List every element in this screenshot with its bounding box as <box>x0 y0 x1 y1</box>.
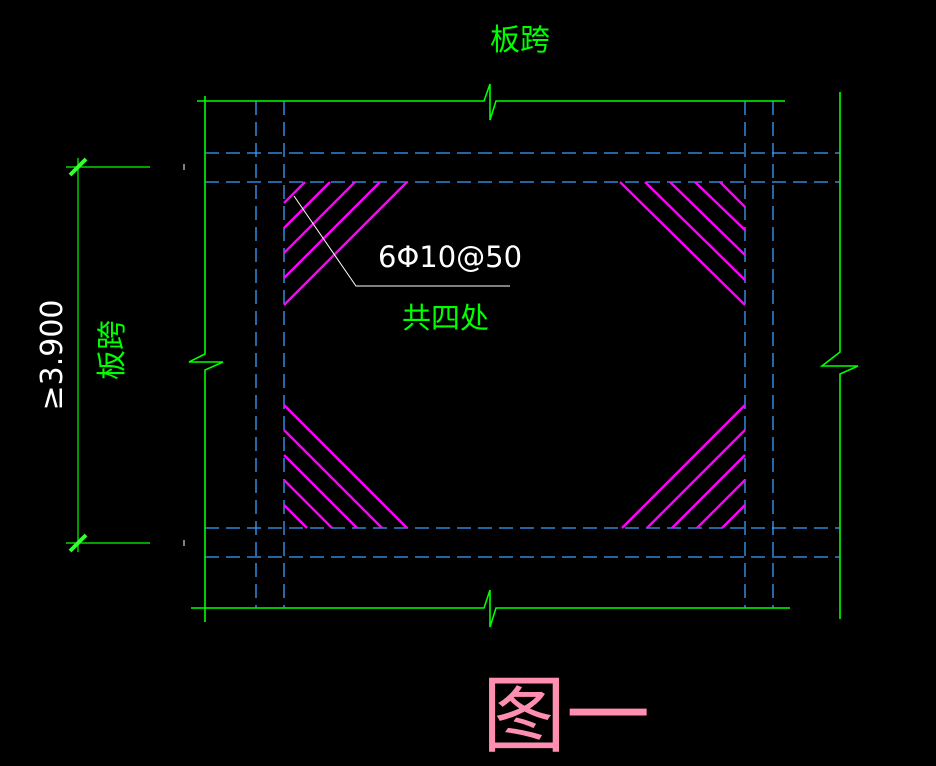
dimension-tick-bottom <box>68 533 88 553</box>
top-edge-break-line <box>197 83 785 121</box>
slab-outline <box>188 83 859 628</box>
top-span-label: 板跨 <box>490 23 550 58</box>
left-edge-break-line <box>188 96 224 622</box>
corner-rebars <box>283 181 746 529</box>
rebar-group-top-right <box>619 181 746 306</box>
bottom-edge-break-line <box>191 589 790 628</box>
vertical-dimension <box>66 157 185 553</box>
left-span-label: 板跨 <box>95 320 130 380</box>
dimension-tick-top <box>68 157 88 177</box>
hidden-beams <box>205 101 840 608</box>
rebar-spec-label: 6Φ10@50 <box>378 240 522 274</box>
rebar-count-label: 共四处 <box>402 301 489 335</box>
right-edge-break-line <box>819 92 859 619</box>
rebar-group-top-left <box>283 181 408 306</box>
rebar-leader-line <box>293 195 510 287</box>
rebar-group-bottom-left <box>283 404 408 529</box>
figure-title: 图一 <box>482 667 650 765</box>
dimension-value-label: ≥3.900 <box>35 299 70 410</box>
rebar-group-bottom-right <box>621 404 746 529</box>
